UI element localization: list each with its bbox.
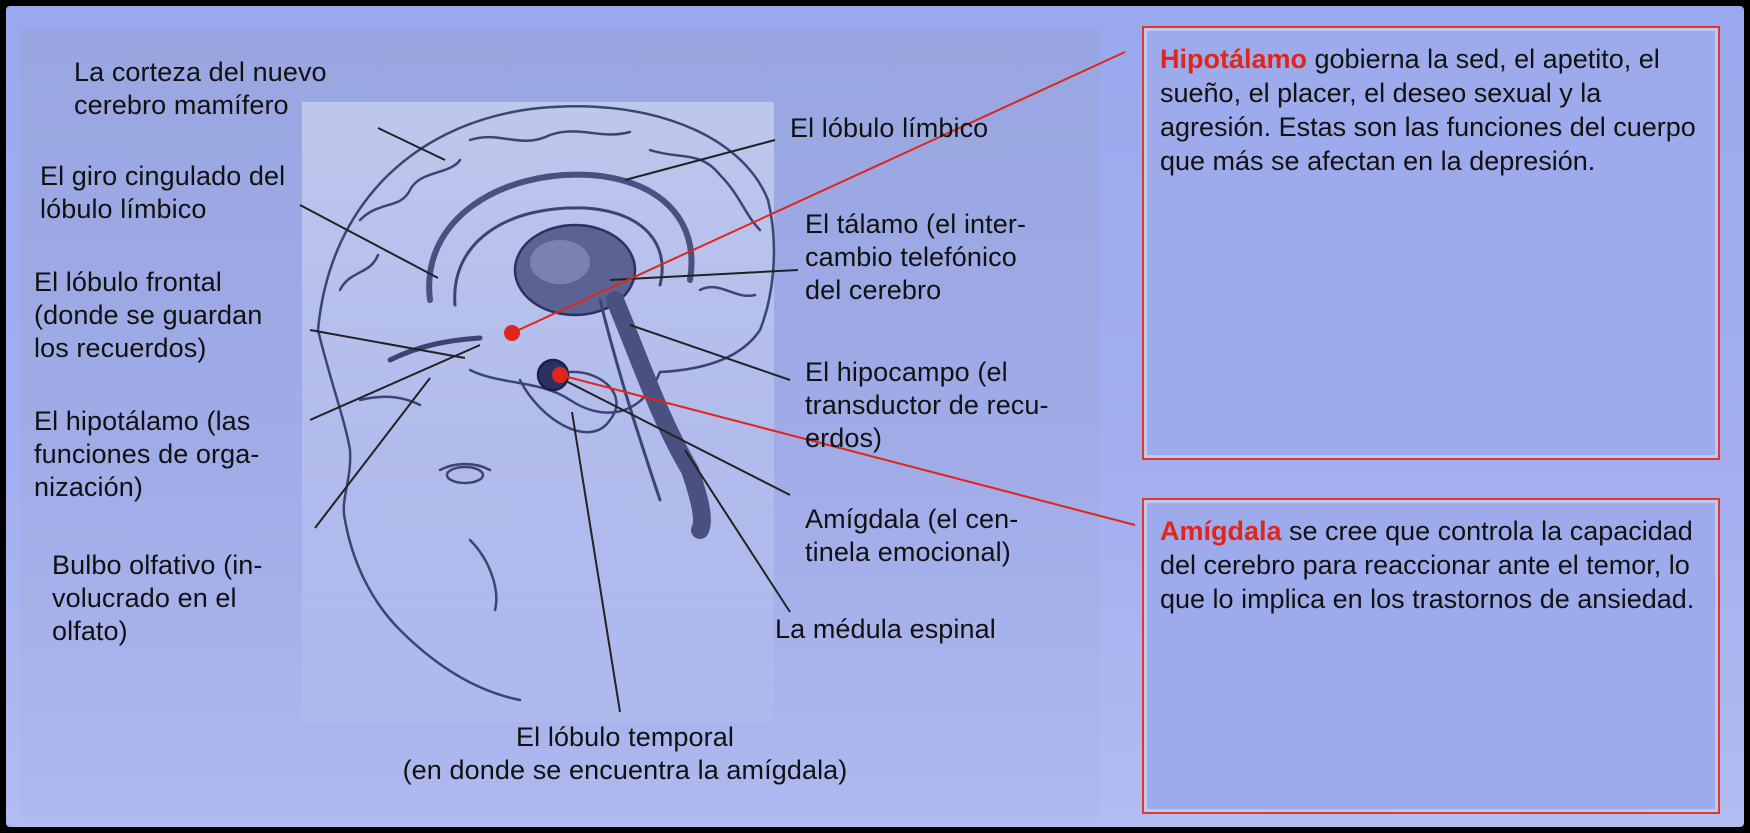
label-giro-cingulado: El giro cingulado del lóbulo límbico bbox=[40, 161, 286, 224]
label-lobulo-limbico: El lóbulo límbico bbox=[790, 113, 989, 143]
label-bulbo-olfativo: Bulbo olfativo (in- volucrado en el olfa… bbox=[52, 550, 263, 646]
amigdala-marker bbox=[552, 367, 568, 383]
info-amigdala-keyword: Amígdala bbox=[1160, 516, 1282, 546]
brain-illustration-area bbox=[302, 102, 774, 722]
brain-outline bbox=[316, 104, 776, 702]
info-hipotalamo-keyword: Hipotálamo bbox=[1160, 44, 1308, 74]
info-hipotalamo-text: Hipotálamo gobierna la sed, el apetito, … bbox=[1160, 42, 1708, 178]
label-hipotalamo: El hipotálamo (las funciones de orga- ni… bbox=[34, 406, 260, 502]
info-amigdala-body: se cree que controla la capacidad del ce… bbox=[1160, 516, 1695, 614]
hipotalamo-marker bbox=[504, 325, 520, 341]
label-talamo: El tálamo (el inter- cambio telefónico d… bbox=[805, 209, 1027, 305]
label-hipocampo: El hipocampo (el transductor de recu- er… bbox=[805, 357, 1049, 453]
label-medula-espinal: La médula espinal bbox=[775, 614, 996, 644]
label-lobulo-temporal: El lóbulo temporal (en donde se encuentr… bbox=[402, 722, 848, 785]
label-lobulo-frontal: El lóbulo frontal (donde se guardan los … bbox=[34, 267, 263, 363]
leader-lines bbox=[299, 127, 799, 713]
info-amigdala-text: Amígdala se cree que controla la capacid… bbox=[1160, 514, 1708, 616]
label-corteza: La corteza del nuevo cerebro mamífero bbox=[74, 57, 327, 120]
callout-lines bbox=[504, 51, 1136, 526]
info-hipotalamo-body: gobierna la sed, el apetito, el sueño, e… bbox=[1160, 44, 1696, 176]
info-box-amigdala: Amígdala se cree que controla la capacid… bbox=[1142, 498, 1720, 814]
info-box-hipotalamo: Hipotálamo gobierna la sed, el apetito, … bbox=[1142, 26, 1720, 460]
label-amigdala: Amígdala (el cen- tinela emocional) bbox=[805, 504, 1019, 567]
